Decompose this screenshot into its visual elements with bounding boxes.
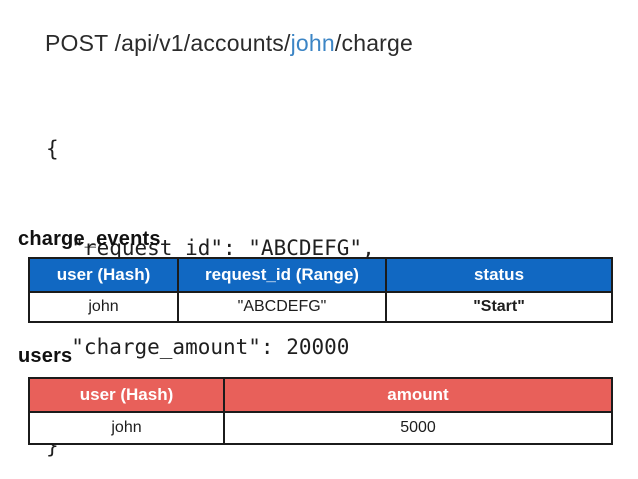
column-header-request-id-range: request_id (Range)	[177, 257, 387, 293]
code-line: {	[46, 137, 59, 161]
users-table-label: users	[18, 345, 73, 367]
charge-events-table-label: charge_events	[18, 228, 161, 250]
api-request-path-user: john	[290, 30, 335, 56]
charge-events-header-row: user (Hash) request_id (Range) status	[28, 257, 613, 293]
table-row: john "ABCDEFG" "Start"	[28, 291, 613, 323]
column-header-amount: amount	[223, 377, 613, 413]
request-body-code: { "request_id": "ABCDEFG", "charge_amoun…	[46, 67, 375, 479]
column-header-status: status	[385, 257, 613, 293]
api-request-prefix: POST /api/v1/accounts/	[45, 30, 291, 56]
cell-request-id: "ABCDEFG"	[177, 291, 387, 323]
cell-user: john	[28, 411, 225, 445]
users-header-row: user (Hash) amount	[28, 377, 613, 413]
users-table: user (Hash) amount john 5000	[28, 377, 613, 445]
column-header-user-hash: user (Hash)	[28, 377, 225, 413]
table-row: john 5000	[28, 411, 613, 445]
api-request-line: POST /api/v1/accounts/john/charge	[45, 30, 413, 57]
column-header-user-hash: user (Hash)	[28, 257, 179, 293]
code-line: "charge_amount": 20000	[46, 335, 350, 359]
cell-user: john	[28, 291, 179, 323]
cell-amount: 5000	[223, 411, 613, 445]
api-request-suffix: /charge	[334, 30, 414, 56]
code-line: "request_id": "ABCDEFG",	[46, 236, 375, 260]
charge-events-table: user (Hash) request_id (Range) status jo…	[28, 257, 613, 323]
cell-status: "Start"	[385, 291, 613, 323]
